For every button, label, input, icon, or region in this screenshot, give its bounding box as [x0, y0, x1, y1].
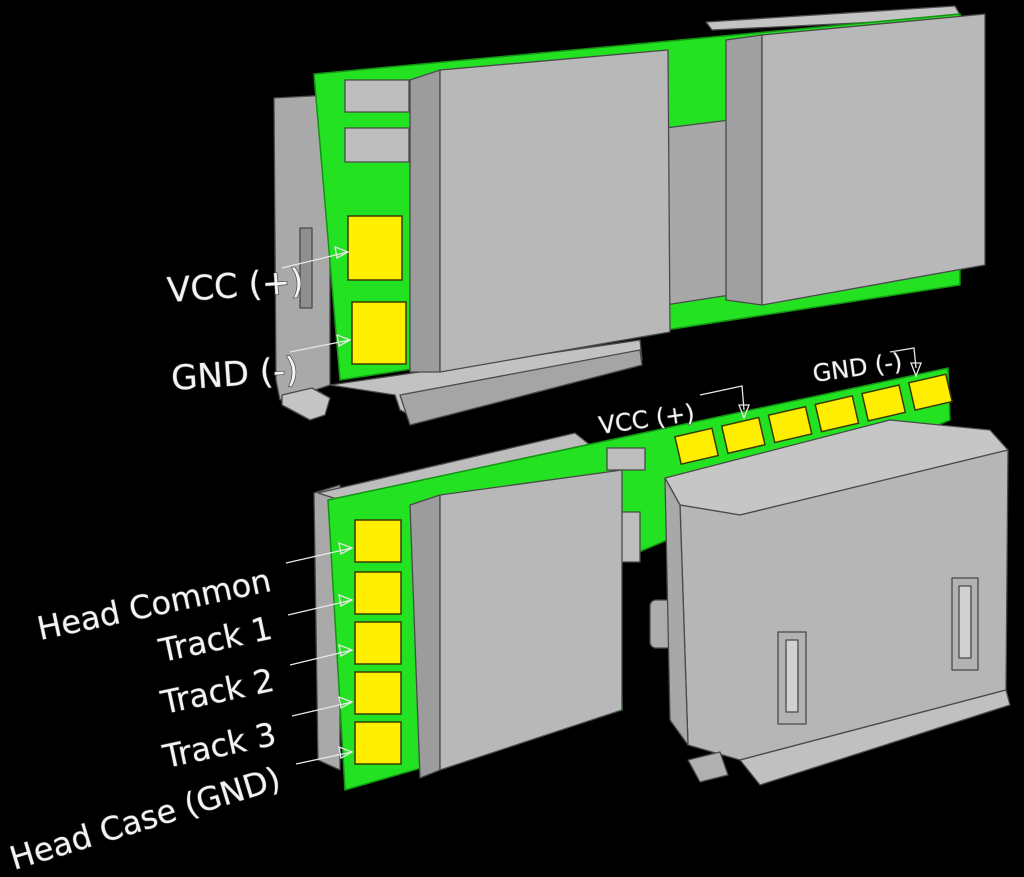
top-smd-part-2: [344, 127, 410, 163]
head-common-arrowhead: [338, 541, 354, 556]
track-2-leader: [289, 649, 353, 666]
bottom-pad-row-right: [674, 373, 953, 465]
bottom-pad-track-1: [354, 571, 402, 615]
bottom-smd-part-2: [619, 511, 641, 563]
top-bottom-rail-foot: [399, 349, 643, 426]
bottom-pad-row-2-vcc: [720, 416, 766, 455]
top-left-block-side: [409, 69, 441, 373]
top-board-leaders: [281, 245, 352, 353]
right-vcc-arrowhead: [738, 404, 750, 420]
bottom-pad-track-2: [354, 621, 402, 665]
bottom-connector-foot-left: [687, 751, 729, 783]
bottom-connector-side: [664, 477, 689, 746]
bottom-latch-slot-left-inner: [785, 639, 799, 713]
bottom-pad-row-1: [674, 427, 720, 465]
top-housing-tab-left: [281, 387, 331, 421]
bottom-pad-head-case: [354, 721, 402, 765]
bottom-left-block: [439, 469, 623, 771]
bottom-board-assembly: [313, 367, 1011, 791]
track-1-arrowhead: [338, 593, 354, 608]
bottom-pad-row-4: [814, 394, 860, 433]
bottom-connector-rail: [739, 689, 1011, 786]
top-label-gnd: GND (-): [170, 350, 300, 399]
label-head-case: Head Case (GND): [5, 759, 285, 877]
bottom-board-leaders: [285, 347, 922, 765]
bottom-smd-part-1: [606, 447, 646, 471]
head-case-arrowhead: [338, 745, 354, 760]
bottom-pad-track-3: [354, 671, 402, 715]
top-housing-slot: [299, 227, 313, 309]
bottom-latch-slot-right-inner: [958, 585, 972, 659]
top-middle-bridge: [664, 119, 731, 306]
top-vcc-arrowhead: [334, 245, 350, 260]
right-vcc-leader: [699, 385, 745, 411]
right-gnd-arrowhead: [910, 362, 922, 378]
top-pad-vcc: [347, 215, 403, 281]
track-1-leader: [287, 599, 353, 616]
track-3-leader: [291, 701, 353, 717]
top-right-block-side: [725, 34, 763, 306]
top-right-block: [761, 13, 986, 306]
top-gnd-leader: [289, 339, 351, 353]
bottom-pad-row-3: [767, 405, 813, 444]
bottom-pad-row-5: [861, 384, 907, 422]
top-board-assembly: [273, 5, 986, 426]
top-gnd-arrowhead: [336, 333, 352, 348]
bottom-pad-row-6-gnd: [907, 373, 953, 412]
top-label-vcc: VCC (+): [166, 262, 305, 311]
right-gnd-leader: [889, 347, 917, 369]
top-smd-part-1: [344, 79, 410, 113]
head-case-leader: [295, 751, 353, 765]
top-left-block: [439, 49, 671, 373]
track-2-arrowhead: [338, 643, 354, 658]
track-3-arrowhead: [338, 695, 354, 710]
top-pad-gnd: [351, 301, 407, 365]
label-track-2: Track 2: [157, 661, 278, 722]
bottom-pad-head-common: [354, 519, 402, 563]
